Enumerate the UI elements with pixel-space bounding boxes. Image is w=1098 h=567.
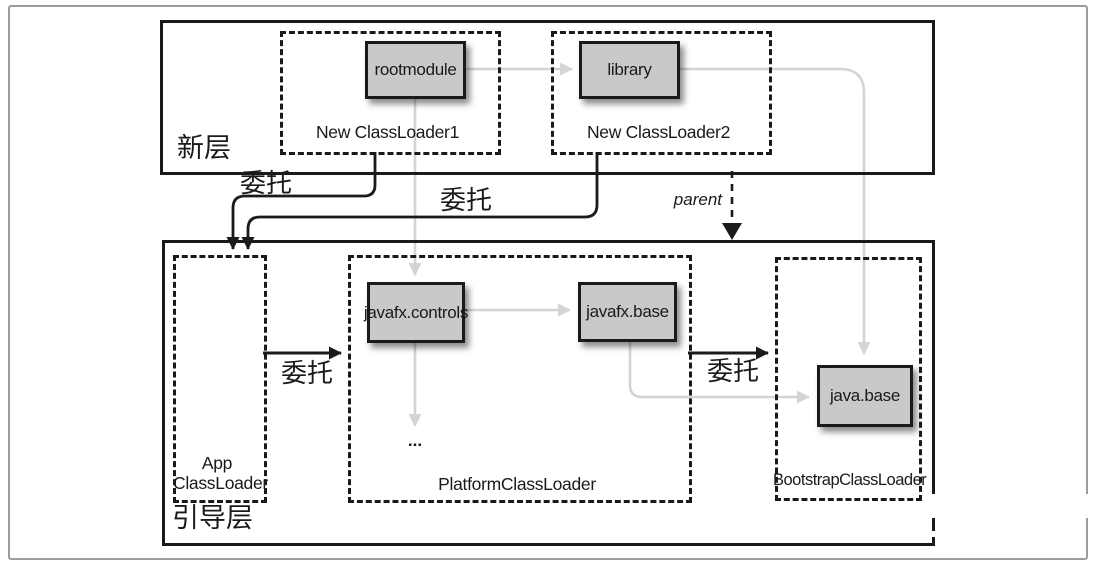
- app-classloader-label: App ClassLoader: [173, 453, 268, 494]
- module-box-library: library: [579, 41, 680, 99]
- boot-layer-label: 引导层: [172, 503, 253, 533]
- edge-javafx-base-to-java-base: [628, 339, 810, 404]
- bootstrap-classloader-label: BootstrapClassLoader: [773, 471, 927, 489]
- new-classloader1-label: New ClassLoader1: [315, 122, 460, 142]
- parent-label: parent: [673, 190, 722, 209]
- edge-delegate-ncl2-to-app: [241, 152, 599, 250]
- loader-box-new-classloader2: [551, 31, 772, 155]
- delegate-label-ncl1: 委托: [239, 169, 292, 198]
- module-box-rootmodule: rootmodule: [365, 41, 466, 99]
- loader-box-bootstrap-classloader: [775, 257, 922, 501]
- module-box-javafx-controls: javafx.controls: [364, 282, 468, 343]
- new-layer-label: 新层: [177, 133, 231, 163]
- module-box-java-base: java.base: [817, 365, 913, 427]
- loader-box-app-classloader: [173, 255, 267, 503]
- new-layer-box: [160, 20, 935, 175]
- app-classloader-label-line1: App: [201, 453, 233, 473]
- boot-layer-box: [162, 240, 935, 546]
- whiteout-patch-small: [928, 531, 937, 537]
- loader-box-platform-classloader: [348, 255, 692, 503]
- delegate-label-platform-bootstrap: 委托: [706, 357, 759, 386]
- parent-arrowhead-icon: [722, 223, 742, 240]
- figure-frame: [8, 5, 1088, 560]
- edge-library-to-java-base: [676, 67, 871, 355]
- app-classloader-label-line2: ClassLoader: [173, 473, 268, 494]
- loader-box-new-classloader1: [280, 31, 501, 155]
- edge-delegate-ncl1-to-app: [226, 152, 377, 250]
- platform-ellipsis-label: ...: [407, 431, 423, 450]
- new-classloader2-label: New ClassLoader2: [586, 122, 731, 142]
- module-box-javafx-base: javafx.base: [578, 282, 677, 342]
- delegate-label-app-platform: 委托: [280, 359, 333, 388]
- whiteout-patch: [927, 494, 1098, 518]
- platform-classloader-label: PlatformClassLoader: [438, 474, 596, 494]
- delegate-label-ncl2: 委托: [439, 186, 492, 215]
